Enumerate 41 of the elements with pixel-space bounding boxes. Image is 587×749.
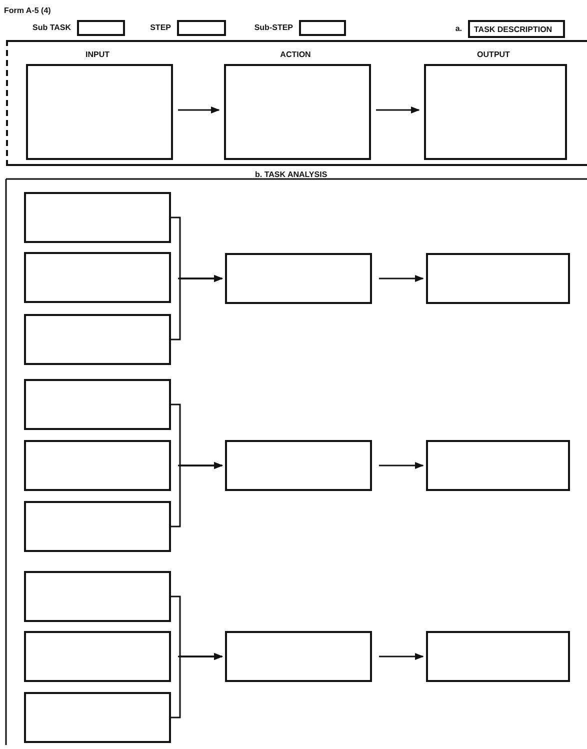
arrow <box>379 274 424 282</box>
field-label: Sub TASK <box>32 23 71 32</box>
form-box <box>468 20 565 38</box>
form-box <box>24 501 171 552</box>
entry-field <box>177 20 226 36</box>
form-box <box>24 379 171 430</box>
field-label: STEP <box>150 23 171 32</box>
arrow <box>379 462 424 470</box>
field-label: Sub-STEP <box>254 23 293 32</box>
form-box <box>24 252 171 303</box>
form-box <box>426 253 570 304</box>
form-box <box>426 440 570 491</box>
form-box <box>24 314 171 365</box>
arrow <box>171 652 223 718</box>
form-box <box>225 631 372 682</box>
form-box <box>225 440 372 491</box>
arrow <box>376 106 420 114</box>
entry-field <box>77 20 125 36</box>
form-box <box>24 692 171 743</box>
form-box <box>24 631 171 682</box>
form-box <box>24 571 171 622</box>
form-box <box>426 631 570 682</box>
entry-field <box>299 20 346 36</box>
form-box <box>24 192 171 243</box>
arrow <box>171 462 223 528</box>
box-title: TASK DESCRIPTION <box>474 25 552 34</box>
field-label: a. <box>455 24 462 33</box>
form-box <box>224 64 371 160</box>
arrow <box>178 106 220 114</box>
task-description-panel <box>6 40 587 166</box>
form-box <box>24 440 171 491</box>
form-number: Form A-5 (4) <box>4 6 51 15</box>
arrow <box>171 274 223 340</box>
column-heading: ACTION <box>280 50 311 59</box>
column-heading: OUTPUT <box>477 50 510 59</box>
form-box <box>225 253 372 304</box>
form-box <box>424 64 567 160</box>
form-box <box>26 64 173 160</box>
section-heading: b. TASK ANALYSIS <box>255 170 328 179</box>
column-heading: INPUT <box>86 50 110 59</box>
arrow <box>379 652 424 660</box>
